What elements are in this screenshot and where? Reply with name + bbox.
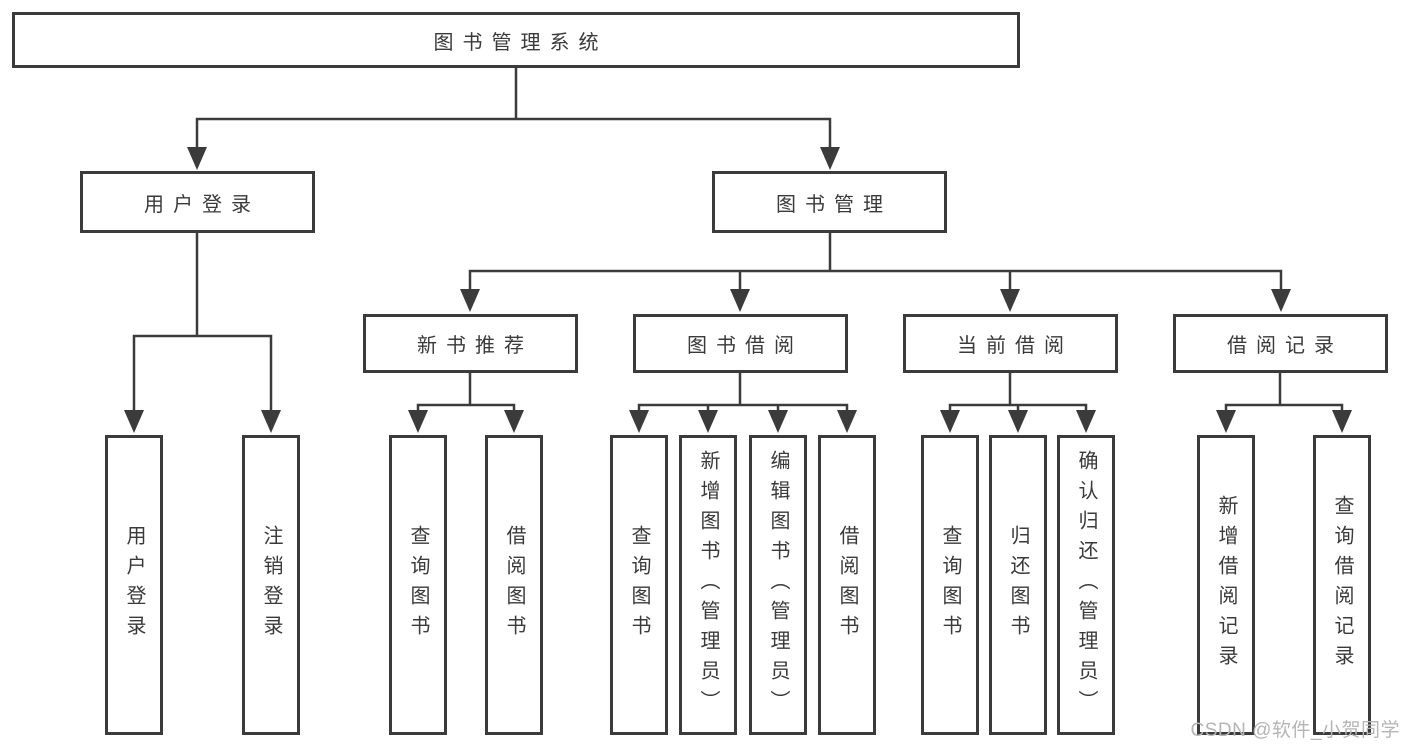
- leaf-records-query-record: 查询借阅记录: [1313, 435, 1371, 735]
- connector-borrowing-to-leaves: [637, 371, 849, 414]
- node-new-book-recommend: 新书推荐: [363, 314, 578, 373]
- arrow-down-icon: [408, 410, 428, 433]
- leaf-borrowing-add-books-admin: 新增图书（管理员）: [679, 435, 737, 735]
- leaf-borrowing-query-books: 查询图书: [610, 435, 668, 735]
- leaf-current-return-books: 归还图书: [989, 435, 1047, 735]
- leaf-current-query-books: 查询图书: [921, 435, 979, 735]
- arrow-down-icon: [261, 410, 281, 433]
- arrow-down-icon: [1216, 410, 1236, 433]
- arrow-down-icon: [1000, 289, 1020, 312]
- leaf-borrowing-edit-books-admin: 编辑图书（管理员）: [749, 435, 807, 735]
- leaf-borrowing-borrow-books: 借阅图书: [818, 435, 876, 735]
- node-book-management: 图书管理: [712, 171, 947, 233]
- arrowheads: [124, 147, 1352, 433]
- connector-current-to-leaves: [948, 371, 1088, 414]
- arrow-down-icon: [837, 410, 857, 433]
- node-book-borrowing: 图书借阅: [633, 314, 848, 373]
- arrow-down-icon: [1008, 410, 1028, 433]
- node-borrowing-records: 借阅记录: [1173, 314, 1388, 373]
- arrow-down-icon: [820, 147, 840, 170]
- watermark: CSDN @软件_小贺同学: [1190, 720, 1400, 741]
- connector-book-mgmt-to-level3: [468, 231, 1283, 294]
- arrow-down-icon: [698, 410, 718, 433]
- arrow-down-icon: [1271, 289, 1291, 312]
- node-library-management-system: 图书管理系统: [12, 12, 1020, 68]
- node-user-login: 用户登录: [80, 171, 315, 233]
- leaf-logout: 注销登录: [242, 435, 300, 735]
- arrow-down-icon: [1332, 410, 1352, 433]
- arrow-down-icon: [124, 410, 144, 433]
- arrow-down-icon: [187, 147, 207, 170]
- arrow-down-icon: [504, 410, 524, 433]
- connector-user-login-to-leaves: [132, 231, 273, 414]
- node-current-borrowing: 当前借阅: [903, 314, 1118, 373]
- leaf-recommend-query-books: 查询图书: [389, 435, 447, 735]
- leaf-user-login: 用户登录: [105, 435, 163, 735]
- leaf-records-add-record: 新增借阅记录: [1197, 435, 1255, 735]
- connector-recommend-to-leaves: [416, 371, 516, 414]
- leaf-current-confirm-return-admin: 确认归还（管理员）: [1057, 435, 1115, 735]
- arrow-down-icon: [730, 289, 750, 312]
- arrow-down-icon: [768, 410, 788, 433]
- connector-records-to-leaves: [1224, 371, 1344, 414]
- arrow-down-icon: [460, 289, 480, 312]
- connector-root-to-level2: [195, 66, 832, 152]
- arrow-down-icon: [629, 410, 649, 433]
- leaf-recommend-borrow-books: 借阅图书: [485, 435, 543, 735]
- arrow-down-icon: [940, 410, 960, 433]
- arrow-down-icon: [1076, 410, 1096, 433]
